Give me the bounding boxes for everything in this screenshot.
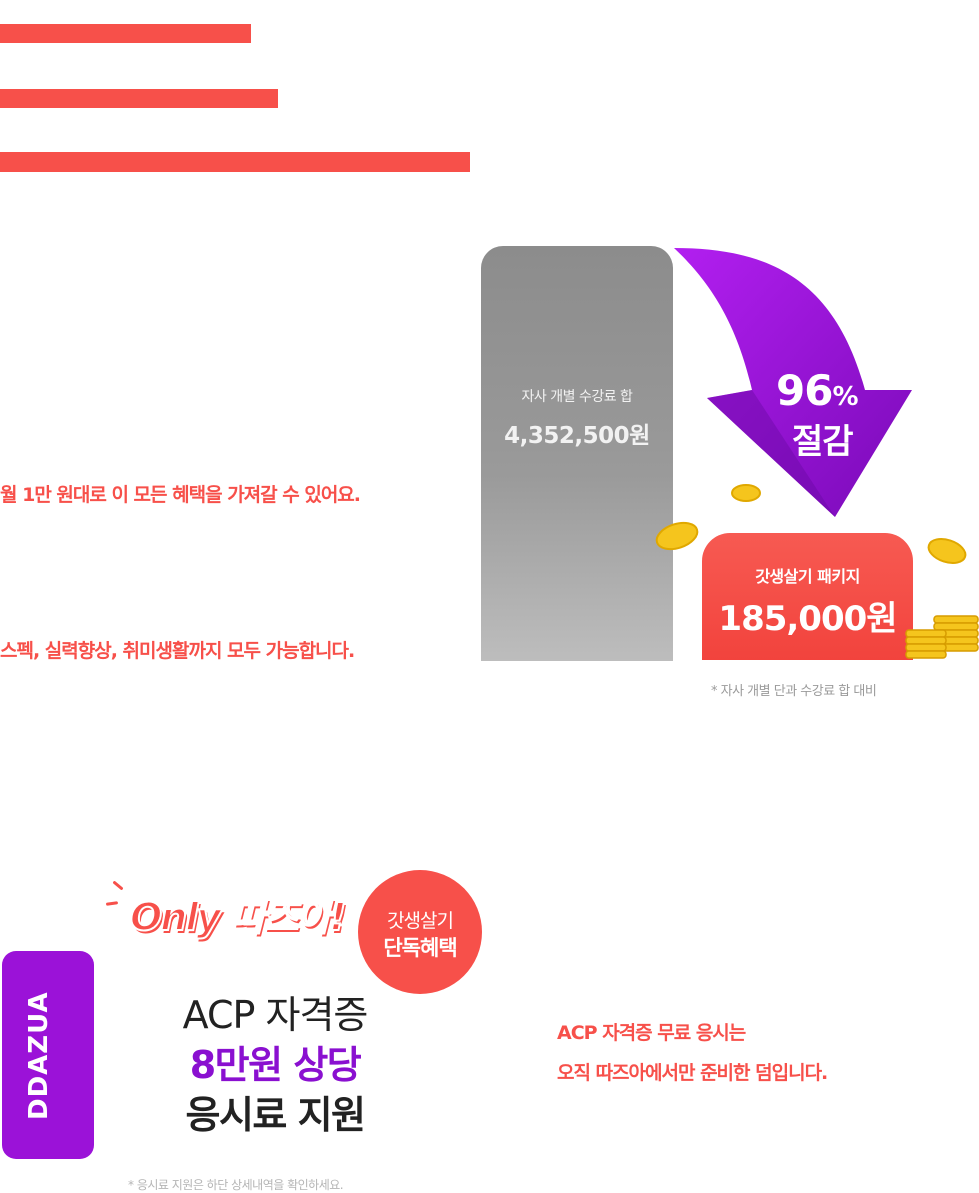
- spark-mark: [112, 880, 124, 891]
- benefit-headline-3: 응시료 지원: [185, 1093, 366, 1137]
- ribbon-notch-edge: [90, 957, 98, 1153]
- coin-icon: [731, 484, 761, 502]
- ddazua-ribbon: [2, 951, 98, 1159]
- benefit-footnote: * 응시료 지원은 하단 상세내역을 확인하세요.: [128, 1178, 344, 1192]
- highlight-stripe-1: [0, 24, 251, 43]
- discount-arrow-icon: [674, 248, 912, 517]
- badge-line-1: 갓생살기: [387, 910, 454, 932]
- discount-asterisk: *: [866, 372, 872, 386]
- spark-mark: [105, 901, 119, 906]
- package-label: 갓생살기 패키지: [755, 567, 860, 586]
- highlight-stripe-2: [0, 89, 278, 108]
- ribbon-text: DDAZUA: [24, 991, 54, 1120]
- individual-price-label: 자사 개별 수강료 합: [521, 389, 633, 405]
- benefit-desc-line-2: 오직 따즈아에서만 준비한 덤입니다.: [557, 1062, 828, 1084]
- benefit-headline-1: ACP 자격증: [182, 993, 369, 1037]
- package-price: 185,000원: [718, 599, 897, 639]
- intro-line-1: 월 1만 원대로 이 모든 혜택을 가져갈 수 있어요.: [0, 484, 361, 506]
- exclusive-badge: 갓생살기 단독혜택: [358, 870, 482, 994]
- individual-price-bar: 자사 개별 수강료 합 4,352,500원: [481, 246, 673, 661]
- discount-word: 절감: [792, 422, 854, 462]
- intro-line-2: 스펙, 실력향상, 취미생활까지 모두 가능합니다.: [0, 640, 355, 662]
- discount-value: 96: [776, 366, 833, 415]
- coin-stack-icon: [905, 615, 979, 659]
- individual-price-value: 4,352,500원: [504, 423, 650, 449]
- comparison-footnote: * 자사 개별 단과 수강료 합 대비: [711, 684, 877, 699]
- discount-percent: 96%: [776, 366, 859, 415]
- coin-icon: [655, 521, 699, 551]
- discount-unit: %: [832, 382, 858, 412]
- badge-line-2: 단독혜택: [383, 936, 457, 960]
- benefit-headline-2: 8만원 상당: [189, 1043, 362, 1087]
- coin-icon: [927, 538, 967, 564]
- package-price-box: 갓생살기 패키지 185,000원: [702, 533, 913, 660]
- only-ddazua-title: Only 따즈아!: [129, 894, 348, 940]
- highlight-stripe-3: [0, 152, 470, 172]
- benefit-desc-line-1: ACP 자격증 무료 응시는: [557, 1022, 746, 1044]
